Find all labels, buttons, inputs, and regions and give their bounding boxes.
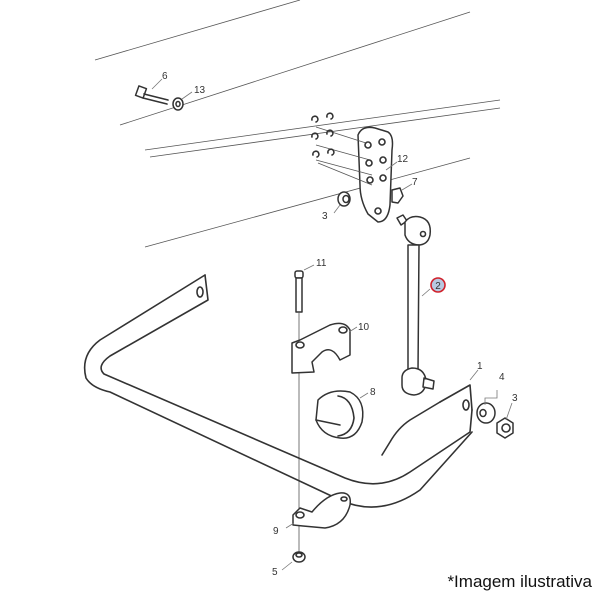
stabilizer-link-2 (396, 214, 435, 396)
bushing-8 (315, 390, 364, 439)
chassis-frame (94, 0, 501, 248)
callout-13: 13 (194, 85, 206, 96)
clamp-10 (291, 322, 351, 374)
illustrative-image-caption: *Imagem ilustrativa (447, 572, 592, 591)
clamp-9 (292, 492, 352, 529)
callout-11: 11 (316, 258, 327, 269)
bracket-12 (311, 112, 394, 223)
callout-3-upper: 3 (322, 211, 328, 222)
leader-lines (151, 78, 513, 571)
nut-5 (292, 551, 306, 563)
callout-10: 10 (358, 322, 370, 333)
callout-3-lower: 3 (512, 393, 518, 404)
callout-2-highlighted[interactable]: 2 (430, 277, 446, 293)
nut-3-lower (496, 417, 514, 439)
callout-1: 1 (477, 361, 483, 372)
washer-13 (172, 97, 184, 111)
callout-9: 9 (273, 526, 279, 537)
callout-5: 5 (272, 567, 278, 578)
callout-12: 12 (397, 154, 409, 165)
nut-7 (391, 187, 404, 204)
callout-7: 7 (412, 177, 418, 188)
callout-2: 2 (435, 281, 441, 292)
stabilizer-bar-1 (83, 274, 473, 508)
callout-8: 8 (370, 387, 376, 398)
nut-3-upper (337, 191, 351, 207)
bolt-6 (134, 85, 169, 105)
callout-4: 4 (499, 372, 505, 383)
bushing-4 (476, 402, 496, 424)
callout-6: 6 (162, 71, 168, 82)
